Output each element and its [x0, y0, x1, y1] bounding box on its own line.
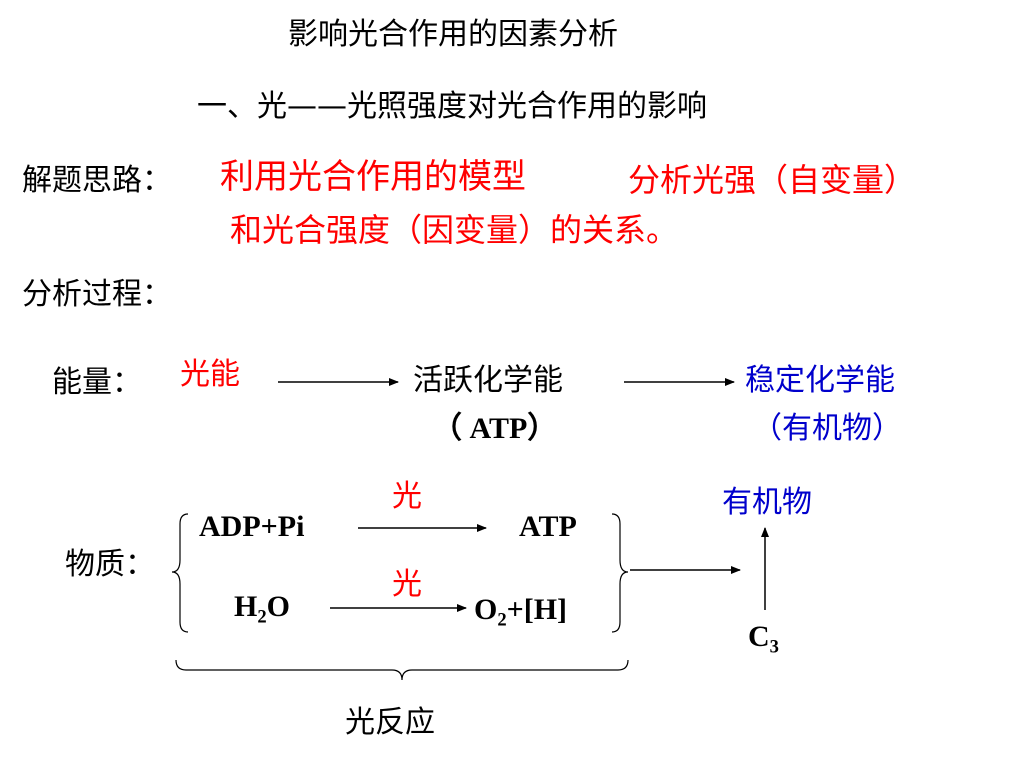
page-title: 影响光合作用的因素分析 — [288, 17, 618, 52]
right-brace — [611, 513, 629, 633]
oxygen-nadph: O2+[H] — [474, 593, 568, 631]
process-label: 分析过程： — [22, 277, 172, 312]
approach-line2: 和光合强度（因变量）的关系。 — [230, 211, 679, 249]
atp: ATP — [519, 510, 577, 543]
organic-matter-label: （有机物） — [752, 411, 902, 446]
stable-chemical-energy: 稳定化学能 — [745, 363, 895, 398]
light-label-1: 光 — [392, 479, 422, 514]
bottom-brace — [175, 659, 629, 681]
matter-label: 物质： — [65, 547, 155, 582]
atp-label: （ ATP） — [432, 412, 558, 445]
adp-pi: ADP+Pi — [199, 510, 305, 543]
organic-matter: 有机物 — [722, 485, 812, 520]
light-reaction-label: 光反应 — [345, 705, 435, 740]
approach-line1-rest: 分析光强（自变量） — [628, 161, 917, 199]
water: H2O — [234, 590, 290, 628]
energy-label: 能量： — [52, 365, 142, 400]
c3: C3 — [748, 620, 779, 658]
light-energy: 光能 — [180, 357, 240, 392]
approach-label: 解题思路： — [22, 163, 172, 198]
section-heading: 一、光——光照强度对光合作用的影响 — [197, 89, 707, 124]
light-label-2: 光 — [392, 567, 422, 602]
active-chemical-energy: 活跃化学能 — [413, 363, 563, 398]
left-brace — [171, 513, 189, 633]
approach-emphasis: 利用光合作用的模型 — [220, 157, 526, 197]
